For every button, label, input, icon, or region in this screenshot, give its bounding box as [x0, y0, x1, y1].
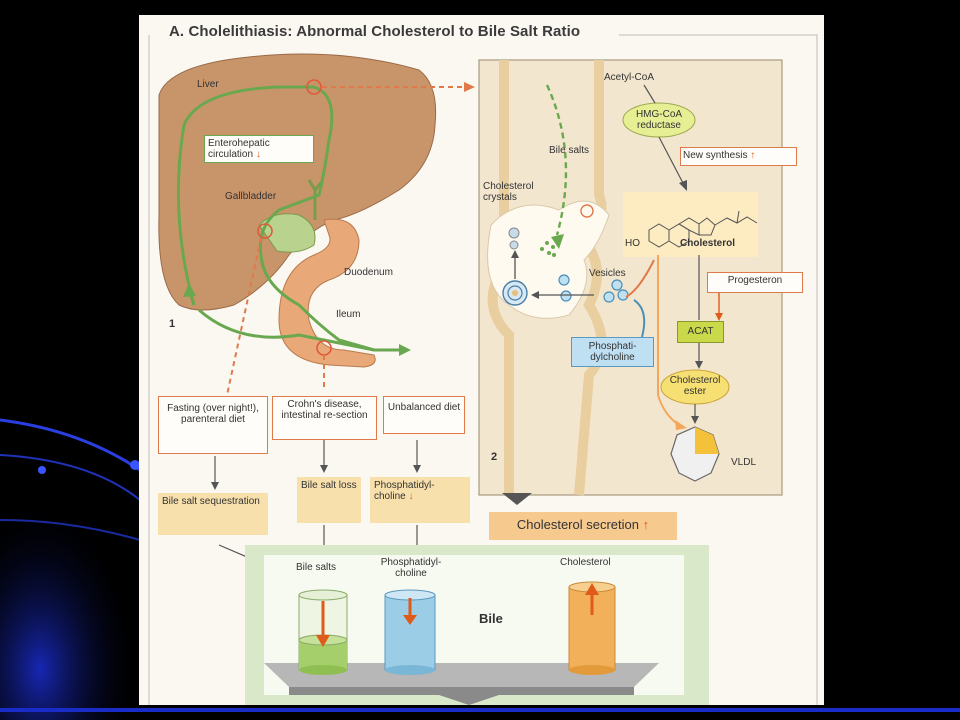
ho-label: HO — [625, 238, 640, 249]
enterohepatic-text: Enterohepatic circulation — [208, 138, 270, 160]
bile-salts-label: Bile salts — [549, 145, 590, 156]
progesteron-box: Progesteron — [707, 272, 803, 293]
panel2-number: 2 — [491, 451, 498, 463]
duodenum-label: Duodenum — [344, 267, 393, 278]
cholesterol-secretion-box: Cholesterol secretion ↑ — [489, 512, 677, 540]
acat-box: ACAT — [677, 321, 724, 343]
new-synthesis-text: New synthesis — [683, 150, 748, 161]
hmg-coa-label: HMG-CoA reductase — [635, 109, 683, 131]
acetyl-coa-label: Acetyl-CoA — [604, 72, 655, 83]
crohns-box: Crohn's disease, intestinal re-section — [272, 396, 377, 440]
cholesterol-secretion-text: Cholesterol secretion — [516, 517, 639, 532]
ileum-label: Ileum — [336, 309, 361, 320]
down-arrow-icon: ↓ — [408, 491, 414, 502]
phosphatidylcholine-effect-text: Phosphatidyl-choline — [374, 480, 435, 502]
bile-label: Bile — [479, 611, 503, 626]
cholesterol-cylinder-label: Cholesterol — [560, 557, 611, 568]
up-arrow-icon: ↑ — [750, 150, 756, 161]
up-arrow-icon: ↑ — [642, 517, 650, 532]
figure-graphics — [148, 34, 818, 705]
bile-salt-loss-box: Bile salt loss — [297, 477, 361, 523]
cholesterol-label: Cholesterol — [680, 238, 736, 249]
bile-salt-sequestration-box: Bile salt sequestration — [158, 493, 268, 535]
phosphatidylcholine-box: Phosphati-dylcholine — [571, 337, 654, 367]
vesicles-label: Vesicles — [589, 268, 626, 279]
bile-salts-cylinder-label: Bile salts — [296, 562, 337, 573]
cholesterol-crystals-label: Cholesterol crystals — [483, 181, 534, 203]
phosphatidylcholine-effect-box: Phosphatidyl-choline ↓ — [370, 477, 470, 523]
phosphatidylcholine-cylinder-label: Phosphatidyl-choline — [380, 557, 442, 579]
enterohepatic-label: Enterohepatic circulation ↓ — [204, 135, 314, 163]
cylinder-bile-salts — [298, 589, 348, 675]
vldl-label: VLDL — [731, 457, 757, 468]
cylinder-cholesterol — [568, 581, 616, 675]
unbalanced-box: Unbalanced diet — [383, 396, 465, 434]
figure-panel: A. Cholelithiasis: Abnormal Cholesterol … — [139, 15, 824, 705]
liver-label: Liver — [197, 79, 219, 90]
new-synthesis-box: New synthesis ↑ — [680, 147, 797, 166]
figure-title: A. Cholelithiasis: Abnormal Cholesterol … — [169, 23, 581, 40]
down-arrow-icon: ↓ — [255, 149, 261, 160]
fasting-box: Fasting (over night!), parenteral diet — [158, 396, 268, 454]
cholesterol-ester-label: Cholesterol ester — [669, 375, 721, 397]
gallbladder-label: Gallbladder — [225, 191, 277, 202]
cylinder-phosphatidylcholine — [384, 589, 436, 675]
panel1-number: 1 — [169, 318, 176, 330]
